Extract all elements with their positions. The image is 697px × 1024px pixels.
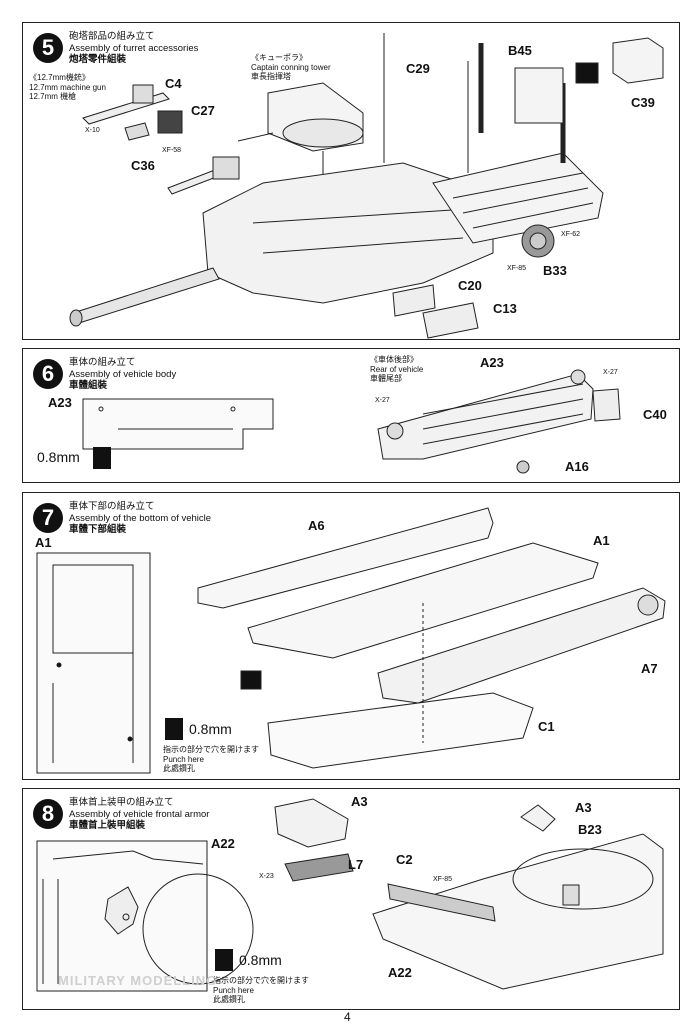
step-title: 車体下部の組み立て Assembly of the bottom of vehi… [69, 501, 211, 536]
punch-jp: 指示の部分で穴を開けます [213, 976, 309, 985]
label-X-23: X-23 [259, 873, 274, 880]
title-jp: 車体首上装甲の組み立て [69, 797, 174, 808]
label-X-27-top: X-27 [603, 369, 618, 376]
title-jp: 砲塔部品の組み立て [69, 31, 155, 42]
page-number: 4 [344, 1010, 351, 1024]
cupola-note: 《キューポラ》 Captain conning tower 車長指揮塔 [251, 53, 331, 82]
label-B45: B45 [508, 43, 532, 58]
label-A3-left: A3 [351, 794, 368, 809]
step-number: 7 [33, 503, 63, 533]
label-C27: C27 [191, 103, 215, 118]
label-C13: C13 [493, 301, 517, 316]
step-title: 砲塔部品の組み立て Assembly of turret accessories… [69, 31, 198, 66]
label-X-27-left: X-27 [375, 397, 390, 404]
label-C29: C29 [406, 61, 430, 76]
step-7-panel: 7 車体下部の組み立て Assembly of the bottom of ve… [22, 492, 680, 780]
punch-cn: 此處鑽孔 [163, 764, 195, 773]
mg-note-jp: 《12.7mm機銃》 [29, 73, 90, 82]
step-6-panel: 6 車体の組み立て Assembly of vehicle body 車體組裝 … [22, 348, 680, 483]
title-cn: 車體下部組裝 [69, 524, 127, 535]
mg-note-en: 12.7mm machine gun [29, 82, 106, 92]
punch-cn: 此處鑽孔 [213, 995, 245, 1004]
label-A22-left: A22 [211, 836, 235, 851]
label-A1-left: A1 [35, 535, 52, 550]
title-en: Assembly of the bottom of vehicle [69, 512, 212, 524]
label-XF-62: XF-62 [561, 231, 581, 238]
label-A6: A6 [308, 518, 325, 533]
cupola-note-cn: 車長指揮塔 [251, 72, 291, 81]
rear-note-cn: 車體尾部 [370, 374, 402, 383]
drill-icon [215, 949, 233, 971]
rear-note-en: Rear of vehicle [370, 364, 424, 374]
label-A23-left: A23 [48, 395, 72, 410]
label-XF-85: XF-85 [433, 876, 453, 883]
label-B33: B33 [543, 263, 567, 278]
drill-size: 0.8mm [189, 721, 232, 737]
title-jp: 車体下部の組み立て [69, 501, 155, 512]
punch-note: 指示の部分で穴を開けます Punch here 此處鑽孔 [213, 976, 309, 1005]
step-title: 車体首上装甲の組み立て Assembly of vehicle frontal … [69, 797, 209, 832]
mg-note-cn: 12.7mm 機槍 [29, 92, 77, 101]
label-A3-right: A3 [575, 800, 592, 815]
label-C2: C2 [396, 852, 413, 867]
label-C36: C36 [131, 158, 155, 173]
title-cn: 車體組裝 [69, 380, 108, 391]
label-C20: C20 [458, 278, 482, 293]
title-cn: 車體首上裝甲組裝 [69, 820, 146, 831]
step-8-panel: 8 車体首上装甲の組み立て Assembly of vehicle fronta… [22, 788, 680, 1010]
bottom-hull-drawing [36, 507, 666, 774]
step-number: 6 [33, 359, 63, 389]
label-B23: B23 [578, 822, 602, 837]
title-en: Assembly of vehicle body [69, 368, 177, 380]
drill-size: 0.8mm [239, 952, 282, 968]
mg-note: 《12.7mm機銃》 12.7mm machine gun 12.7mm 機槍 [29, 73, 106, 102]
title-en: Assembly of vehicle frontal armor [69, 808, 210, 820]
punch-jp: 指示の部分で穴を開けます [163, 745, 259, 754]
step-number: 5 [33, 33, 63, 63]
punch-en: Punch here [163, 754, 204, 764]
rear-note: 《車体後部》 Rear of vehicle 車體尾部 [370, 355, 423, 384]
label-XF-85: XF-85 [507, 265, 527, 272]
label-A1: A1 [593, 533, 610, 548]
drill-icon [165, 718, 183, 740]
title-jp: 車体の組み立て [69, 357, 136, 368]
rear-note-jp: 《車体後部》 [370, 355, 418, 364]
cupola-note-jp: 《キューポラ》 [251, 53, 307, 62]
frontal-armor-drawing [36, 798, 664, 992]
drill-size: 0.8mm [37, 449, 80, 465]
turret-assembly-drawing [69, 33, 664, 339]
step-number: 8 [33, 799, 63, 829]
punch-note: 指示の部分で穴を開けます Punch here 此處鑽孔 [163, 745, 259, 774]
vehicle-body-drawing [82, 369, 621, 474]
label-C4: C4 [165, 76, 182, 91]
label-A22-right: A22 [388, 965, 412, 980]
label-C40: C40 [643, 407, 667, 422]
label-XF-58: XF-58 [162, 147, 182, 154]
title-en: Assembly of turret accessories [69, 42, 199, 54]
cupola-note-en: Captain conning tower [251, 62, 331, 72]
punch-en: Punch here [213, 985, 254, 995]
label-L7: L7 [348, 857, 364, 872]
label-A7: A7 [641, 661, 658, 676]
step-5-panel: 5 砲塔部品の組み立て Assembly of turret accessori… [22, 22, 680, 340]
watermark: MILITARY MODELLING [58, 973, 218, 988]
drill-icon [93, 447, 111, 469]
title-cn: 炮塔零件組裝 [69, 54, 127, 65]
step-title: 車体の組み立て Assembly of vehicle body 車體組裝 [69, 357, 176, 392]
label-A23-right: A23 [480, 355, 504, 370]
label-A16: A16 [565, 459, 589, 474]
label-X-10: X-10 [85, 127, 100, 134]
label-C39: C39 [631, 95, 655, 110]
label-C1: C1 [538, 719, 555, 734]
